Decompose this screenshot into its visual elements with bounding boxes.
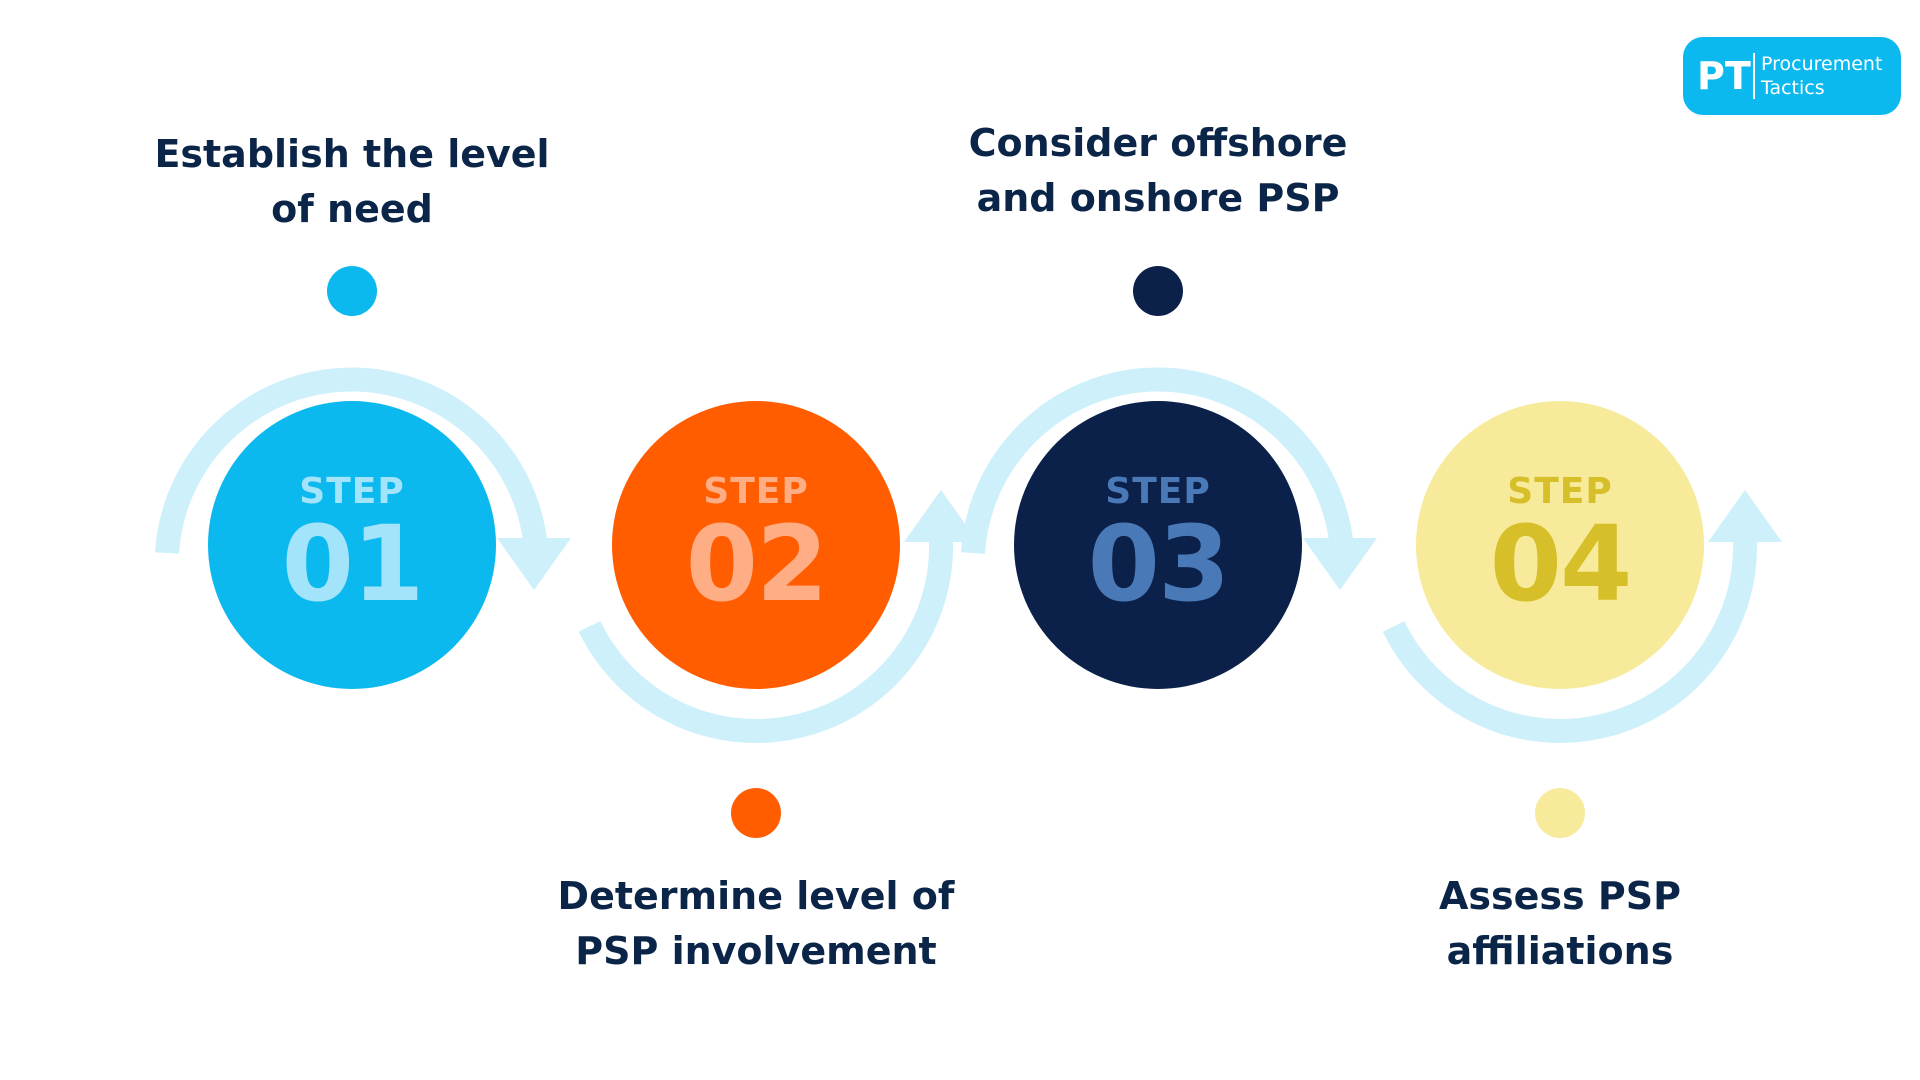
step-2-up-arrowhead bbox=[904, 490, 978, 542]
step-2-circle: STEP 02 bbox=[612, 401, 900, 689]
step-1-upper-arc bbox=[155, 367, 547, 554]
step-4-circle: STEP 04 bbox=[1416, 401, 1704, 689]
logo-wordmark: Procurement Tactics bbox=[1761, 53, 1883, 99]
step-1-word: STEP bbox=[299, 471, 405, 512]
step-1-number: 01 bbox=[281, 503, 425, 625]
logo-mark: PT bbox=[1697, 54, 1751, 98]
step-4-dot bbox=[1535, 788, 1585, 838]
step-3-word: STEP bbox=[1105, 471, 1211, 512]
step-3-number: 03 bbox=[1087, 503, 1231, 625]
step-3-label: Consider offshore and onshore PSP bbox=[968, 121, 1348, 220]
step-3-circle: STEP 03 bbox=[1014, 401, 1302, 689]
step-3-upper-arc bbox=[961, 367, 1353, 554]
step-4-word: STEP bbox=[1507, 471, 1613, 512]
step-2-label: Determine level of PSP involvement bbox=[557, 874, 955, 973]
step-1-label: Establish the level of need bbox=[154, 132, 550, 231]
step-2-word: STEP bbox=[703, 471, 809, 512]
step-2-number: 02 bbox=[685, 503, 829, 625]
step-2-lower-arc bbox=[578, 539, 954, 743]
step-3-dot bbox=[1133, 266, 1183, 316]
step-1-down-arrowhead bbox=[497, 538, 571, 590]
step-1-circle: STEP 01 bbox=[208, 401, 496, 689]
step-4-label: Assess PSP affiliations bbox=[1439, 874, 1681, 973]
step-2-dot bbox=[731, 788, 781, 838]
step-1-dot bbox=[327, 266, 377, 316]
logo-divider bbox=[1753, 53, 1755, 99]
procurement-tactics-logo: PT Procurement Tactics bbox=[1683, 37, 1901, 115]
step-4-lower-arc bbox=[1382, 539, 1758, 743]
step-3-down-arrowhead bbox=[1303, 538, 1377, 590]
step-4-number: 04 bbox=[1489, 503, 1633, 625]
step-4-up-arrowhead bbox=[1708, 490, 1782, 542]
